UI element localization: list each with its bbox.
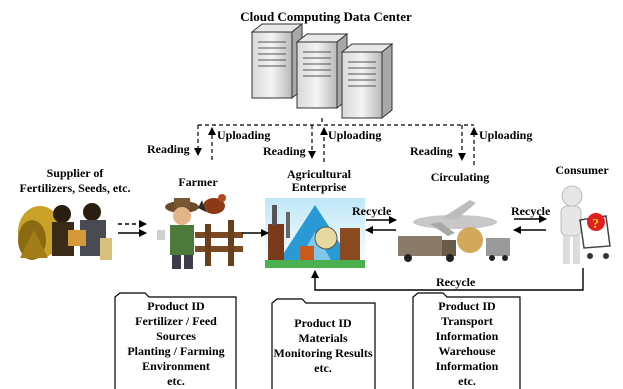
document-circulating: Product ID Transport Information Warehou… bbox=[412, 292, 521, 389]
supplier-label: Supplier of Fertilizers, Seeds, etc. bbox=[20, 166, 131, 195]
reading-label-circulating: Reading bbox=[410, 144, 453, 158]
recycle-label-consumer: Recycle bbox=[511, 204, 551, 218]
svg-text:etc.: etc. bbox=[314, 361, 332, 375]
svg-text:Product ID: Product ID bbox=[294, 316, 352, 330]
circulating-label: Circulating bbox=[431, 170, 489, 184]
supplier-image bbox=[18, 203, 112, 260]
reading-label-farmer: Reading bbox=[147, 142, 190, 156]
uploading-label-circulating: Uploading bbox=[479, 128, 532, 142]
uploading-label-enterprise: Uploading bbox=[328, 128, 381, 142]
recycle-label-return: Recycle bbox=[436, 275, 476, 289]
svg-text:etc.: etc. bbox=[167, 374, 185, 388]
svg-text:Planting / Farming: Planting / Farming bbox=[127, 344, 224, 358]
consumer-image: ? bbox=[560, 185, 611, 264]
farmer-label: Farmer bbox=[178, 175, 218, 189]
svg-text:Environment: Environment bbox=[142, 359, 210, 373]
svg-text:Product ID: Product ID bbox=[147, 299, 205, 313]
svg-text:Fertilizer / Feed: Fertilizer / Feed bbox=[135, 314, 217, 328]
svg-text:Warehouse: Warehouse bbox=[438, 344, 496, 358]
svg-text:Supplier of: Supplier of bbox=[47, 166, 105, 180]
data-exchange-links bbox=[194, 118, 478, 165]
uploading-label-farmer: Uploading bbox=[217, 128, 270, 142]
svg-text:Monitoring Results: Monitoring Results bbox=[274, 346, 373, 360]
svg-text:Information: Information bbox=[436, 359, 499, 373]
reading-label-enterprise: Reading bbox=[263, 144, 306, 158]
svg-text:?: ? bbox=[592, 217, 599, 232]
logistics-image bbox=[398, 200, 510, 262]
svg-text:Materials: Materials bbox=[298, 331, 348, 345]
svg-text:Product ID: Product ID bbox=[438, 299, 496, 313]
svg-text:Enterprise: Enterprise bbox=[292, 180, 347, 194]
flow-arrows bbox=[118, 215, 584, 291]
server-icon bbox=[250, 22, 394, 120]
svg-text:Fertilizers, Seeds, etc.: Fertilizers, Seeds, etc. bbox=[20, 181, 131, 195]
enterprise-label: Agricultural Enterprise bbox=[287, 167, 352, 194]
svg-text:etc.: etc. bbox=[458, 374, 476, 388]
farmer-image bbox=[157, 194, 243, 269]
svg-text:Information: Information bbox=[436, 329, 499, 343]
document-farmer: Product ID Fertilizer / Feed Sources Pla… bbox=[114, 292, 237, 389]
document-enterprise: Product ID Materials Monitoring Results … bbox=[271, 298, 376, 389]
recycle-label-enterprise: Recycle bbox=[352, 204, 392, 218]
enterprise-image bbox=[265, 198, 365, 268]
svg-text:Sources: Sources bbox=[156, 329, 196, 343]
svg-text:Agricultural: Agricultural bbox=[287, 167, 352, 181]
svg-text:Transport: Transport bbox=[441, 314, 493, 328]
title: Cloud Computing Data Center bbox=[240, 9, 412, 24]
consumer-label: Consumer bbox=[555, 163, 609, 177]
